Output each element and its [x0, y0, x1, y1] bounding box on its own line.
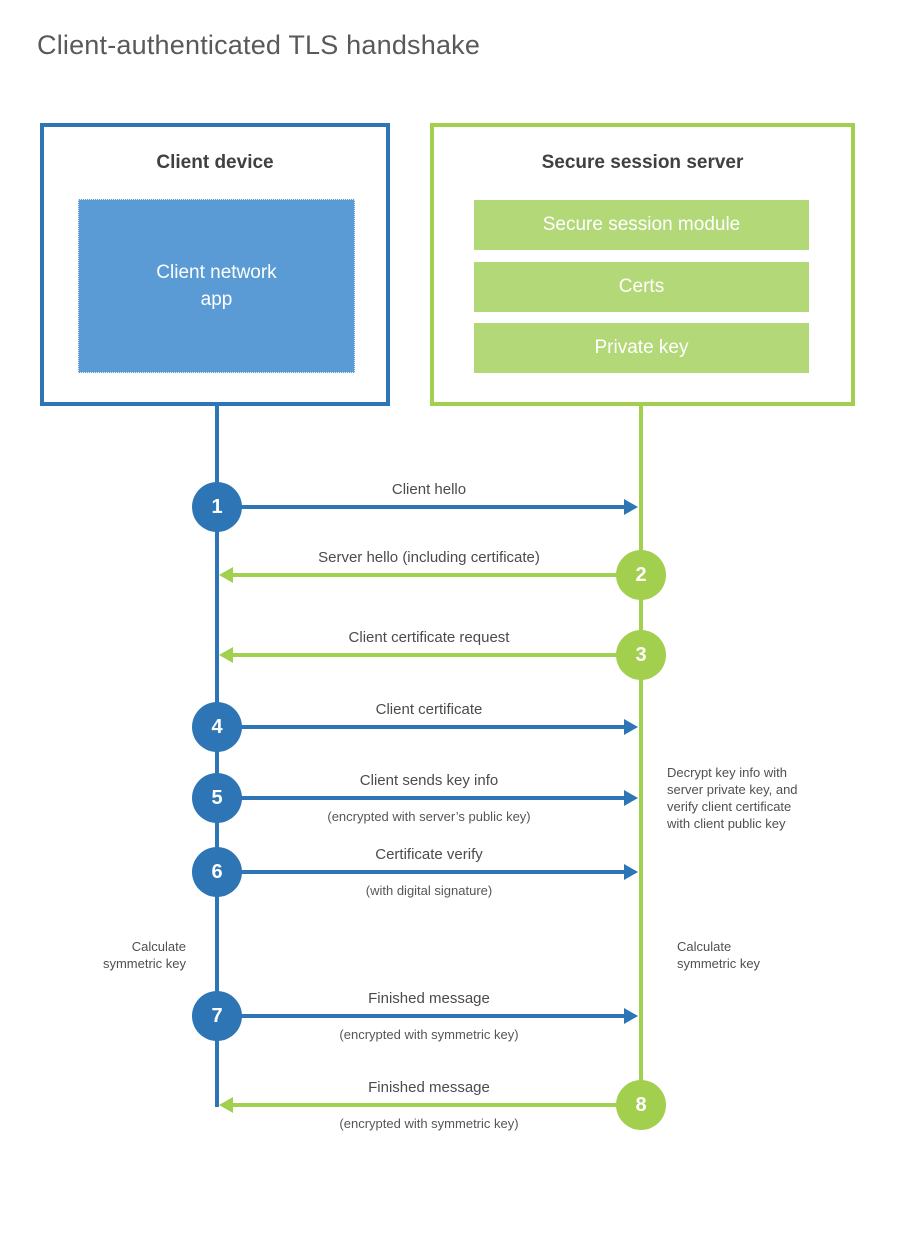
step-4-arrow — [240, 725, 624, 729]
step-4-badge: 4 — [192, 702, 242, 752]
step-5-arrow — [240, 796, 624, 800]
step-3-arrowhead-icon — [219, 647, 233, 663]
step-2-label: Server hello (including certificate) — [318, 549, 540, 566]
step-4-label: Client certificate — [375, 701, 483, 718]
step-7-sublabel: (encrypted with symmetric key) — [339, 1027, 519, 1042]
client-lifeline — [215, 406, 219, 1107]
step-5-arrowhead-icon — [624, 790, 638, 806]
server-module-secure-session: Secure session module — [474, 200, 809, 250]
step-3-label: Client certificate request — [348, 629, 510, 646]
step-7-badge: 7 — [192, 991, 242, 1041]
step-6-arrow — [240, 870, 624, 874]
step-3-badge: 3 — [616, 630, 666, 680]
server-module-private-key: Private key — [474, 323, 809, 373]
step-5-badge: 5 — [192, 773, 242, 823]
client-device-title: Client device — [156, 152, 274, 173]
step-7-arrowhead-icon — [624, 1008, 638, 1024]
step-7-arrow — [240, 1014, 624, 1018]
step-8-label: Finished message — [368, 1079, 490, 1096]
page-title: Client-authenticated TLS handshake — [37, 30, 481, 60]
step-8-badge: 8 — [616, 1080, 666, 1130]
step-2-badge: 2 — [616, 550, 666, 600]
calculate-symmetric-key-note-client: Calculate symmetric key — [102, 939, 186, 971]
step-2-arrowhead-icon — [219, 567, 233, 583]
server-module-certs: Certs — [474, 262, 809, 312]
server-module-label: Private key — [594, 337, 689, 358]
step-5-label: Client sends key info — [359, 772, 499, 789]
step-6-label: Certificate verify — [375, 846, 483, 863]
step-3-arrow — [233, 653, 616, 657]
step-2-arrow — [233, 573, 616, 577]
step-4-arrowhead-icon — [624, 719, 638, 735]
server-lifeline — [639, 406, 643, 1128]
step-7-label: Finished message — [368, 990, 490, 1007]
secure-session-server-title: Secure session server — [541, 152, 744, 173]
server-module-label: Secure session module — [542, 214, 741, 235]
step-1-arrow — [240, 505, 624, 509]
step-8-arrowhead-icon — [219, 1097, 233, 1113]
step-1-arrowhead-icon — [624, 499, 638, 515]
step-8-arrow — [233, 1103, 616, 1107]
step-8-sublabel: (encrypted with symmetric key) — [339, 1116, 519, 1131]
server-module-label: Certs — [618, 276, 665, 297]
decrypt-key-note: Decrypt key info with server private key… — [667, 765, 798, 831]
step-6-sublabel: (with digital signature) — [365, 883, 493, 898]
step-5-sublabel: (encrypted with server’s public key) — [327, 809, 531, 824]
calculate-symmetric-key-note-server: Calculate symmetric key — [677, 939, 761, 971]
step-1-badge: 1 — [192, 482, 242, 532]
step-1-label: Client hello — [391, 481, 467, 498]
step-6-badge: 6 — [192, 847, 242, 897]
step-6-arrowhead-icon — [624, 864, 638, 880]
